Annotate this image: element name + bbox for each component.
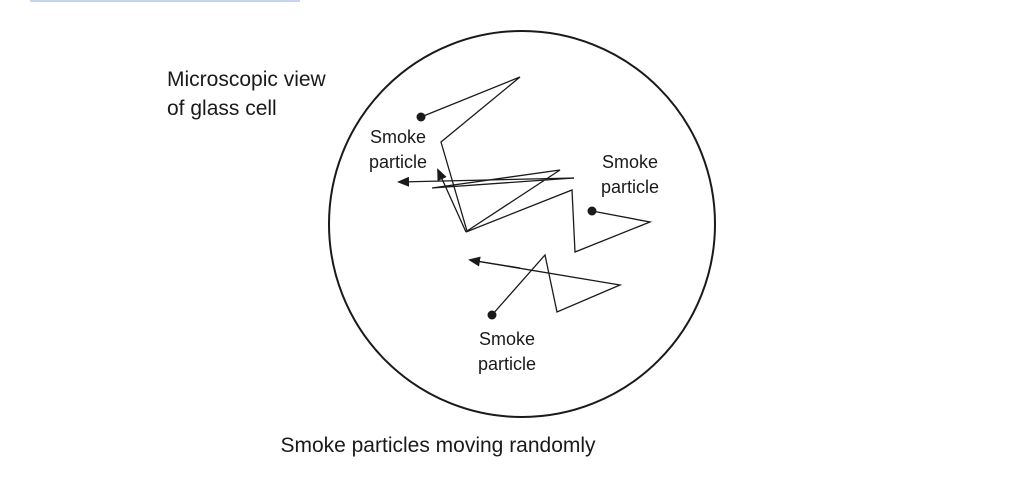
particle-3-start-dot	[487, 310, 497, 320]
particle-2-label-line1: Smoke	[602, 152, 658, 172]
particle-3-path	[469, 253, 623, 316]
top-accent-bar	[30, 0, 300, 2]
particle-2-path	[465, 189, 653, 253]
particle-3-label-line1: Smoke	[479, 329, 535, 349]
particle-2-end-arrow	[437, 168, 467, 233]
particle-3-end-arrow	[468, 256, 521, 269]
particle-1-path	[420, 76, 575, 233]
particle-1-end-arrow	[397, 176, 575, 187]
particle-2-start-dot	[587, 206, 597, 216]
header-label-line2: of glass cell	[167, 97, 277, 120]
glass-cell-circle	[328, 30, 716, 418]
particle-3-label-line2: particle	[478, 354, 536, 374]
diagram-caption: Smoke particles moving randomly	[280, 434, 596, 457]
particle-2-label-line2: particle	[601, 177, 659, 197]
particle-1-start-dot	[416, 112, 426, 122]
particle-1-label-line1: Smoke	[370, 127, 426, 147]
particle-1-label-line2: particle	[369, 152, 427, 172]
header-label-line1: Microscopic view	[167, 68, 327, 91]
